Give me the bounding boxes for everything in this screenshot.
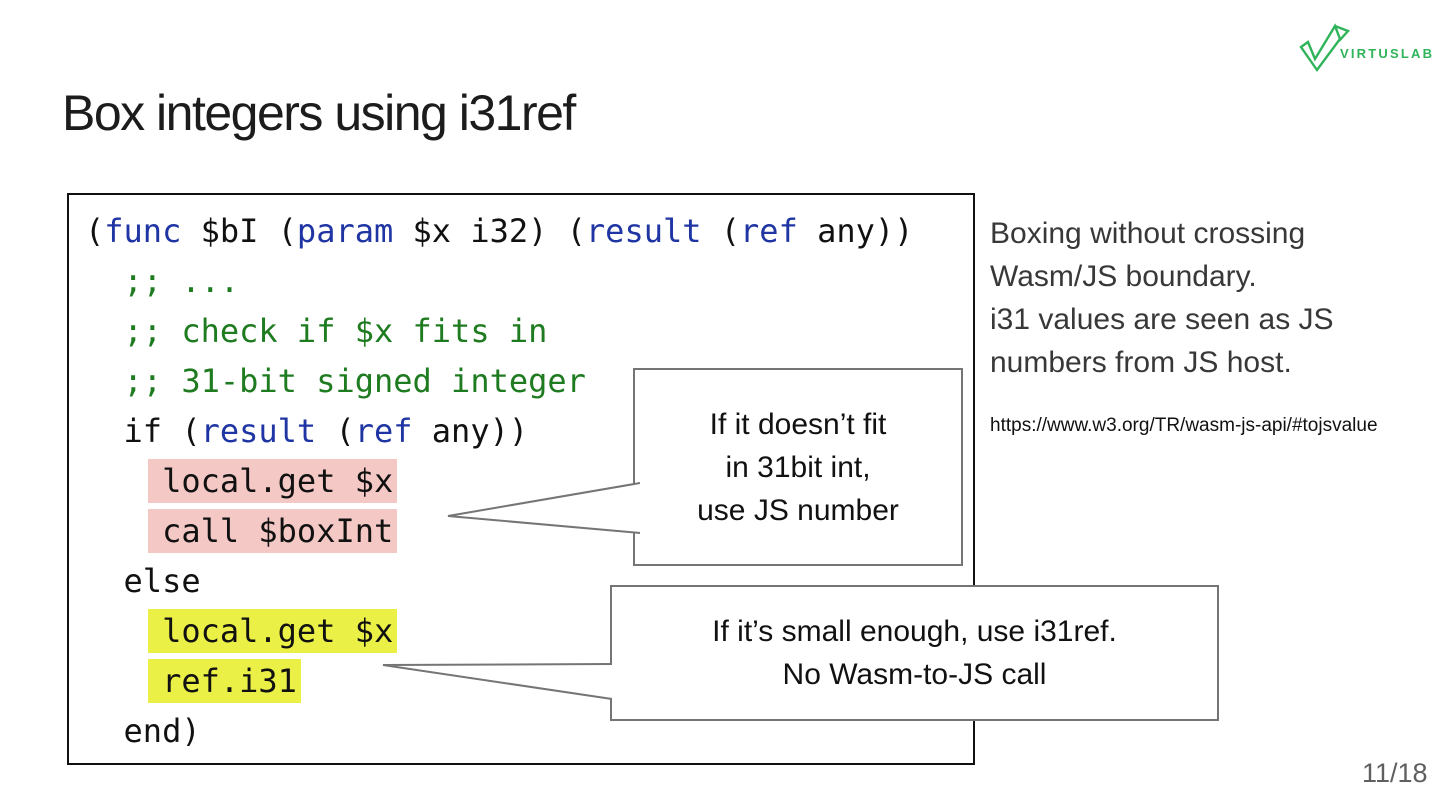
code-comment: ;; ... bbox=[85, 262, 240, 300]
code-text: end) bbox=[85, 712, 201, 750]
code-line: if (result (ref any)) bbox=[85, 406, 913, 456]
code-keyword: func bbox=[104, 212, 182, 250]
code-line: end) bbox=[85, 706, 913, 756]
code-text: $bI ( bbox=[181, 212, 297, 250]
code-text: else bbox=[85, 562, 201, 600]
code-line: ref.i31 bbox=[85, 656, 913, 706]
code-line: ;; ... bbox=[85, 256, 913, 306]
origami-check-icon bbox=[1299, 23, 1351, 73]
code-keyword: ref bbox=[354, 412, 413, 450]
code-lines: (func $bI (param $x i32) (result (ref an… bbox=[85, 206, 913, 756]
code-text: any)) bbox=[412, 412, 529, 450]
page-number: 11/18 bbox=[1362, 758, 1428, 788]
callout-line: use JS number bbox=[697, 494, 899, 527]
code-text: ( bbox=[85, 212, 105, 250]
code-highlight-pink: local.get $x bbox=[148, 459, 398, 503]
callout-line: If it’s small enough, use i31ref. bbox=[712, 615, 1117, 648]
sidenote-line: numbers from JS host. bbox=[990, 346, 1292, 379]
code-line: local.get $x bbox=[85, 606, 913, 656]
code-text: ( bbox=[316, 412, 355, 450]
reference-link[interactable]: https://www.w3.org/TR/wasm-js-api/#tojsv… bbox=[990, 415, 1378, 436]
code-text: $x i32) ( bbox=[393, 212, 586, 250]
code-line: local.get $x bbox=[85, 456, 913, 506]
virtuslab-logo: VIRTUSLAB bbox=[1292, 12, 1432, 74]
code-keyword: result bbox=[585, 212, 702, 250]
code-text: any)) bbox=[797, 212, 914, 250]
callout-doesnt-fit: If it doesn’t fit in 31bit int, use JS n… bbox=[633, 368, 963, 566]
code-highlight-yellow: ref.i31 bbox=[148, 659, 301, 703]
sidenote-line: Boxing without crossing bbox=[990, 217, 1306, 250]
code-line: ;; 31-bit signed integer bbox=[85, 356, 913, 406]
page-title: Box integers using i31ref bbox=[62, 85, 576, 141]
code-line: call $boxInt bbox=[85, 506, 913, 556]
callout-line: No Wasm-to-JS call bbox=[782, 658, 1047, 691]
code-text: if ( bbox=[85, 412, 201, 450]
sidenote-line: i31 values are seen as JS bbox=[990, 303, 1334, 336]
sidenote: Boxing without crossing Wasm/JS boundary… bbox=[990, 212, 1420, 384]
callout-line: in 31bit int, bbox=[725, 451, 871, 484]
sidenote-line: Wasm/JS boundary. bbox=[990, 260, 1257, 293]
callout-tail-icon bbox=[447, 482, 641, 534]
code-line: ;; check if $x fits in bbox=[85, 306, 913, 356]
code-highlight-pink: call $boxInt bbox=[148, 509, 398, 553]
code-keyword: result bbox=[200, 412, 317, 450]
code-line: (func $bI (param $x i32) (result (ref an… bbox=[85, 206, 913, 256]
callout-small-enough: If it’s small enough, use i31ref. No Was… bbox=[610, 585, 1219, 721]
code-keyword: ref bbox=[740, 212, 798, 250]
code-highlight-yellow: local.get $x bbox=[148, 609, 398, 653]
virtuslab-logo-text: VIRTUSLAB bbox=[1340, 46, 1435, 61]
callout-tail-icon bbox=[382, 663, 613, 700]
code-line: else bbox=[85, 556, 913, 606]
code-text: ( bbox=[701, 212, 741, 250]
code-keyword: param bbox=[296, 212, 394, 250]
callout-line: If it doesn’t fit bbox=[709, 408, 887, 441]
code-comment: ;; check if $x fits in bbox=[85, 312, 548, 350]
code-comment: ;; 31-bit signed integer bbox=[85, 362, 586, 400]
